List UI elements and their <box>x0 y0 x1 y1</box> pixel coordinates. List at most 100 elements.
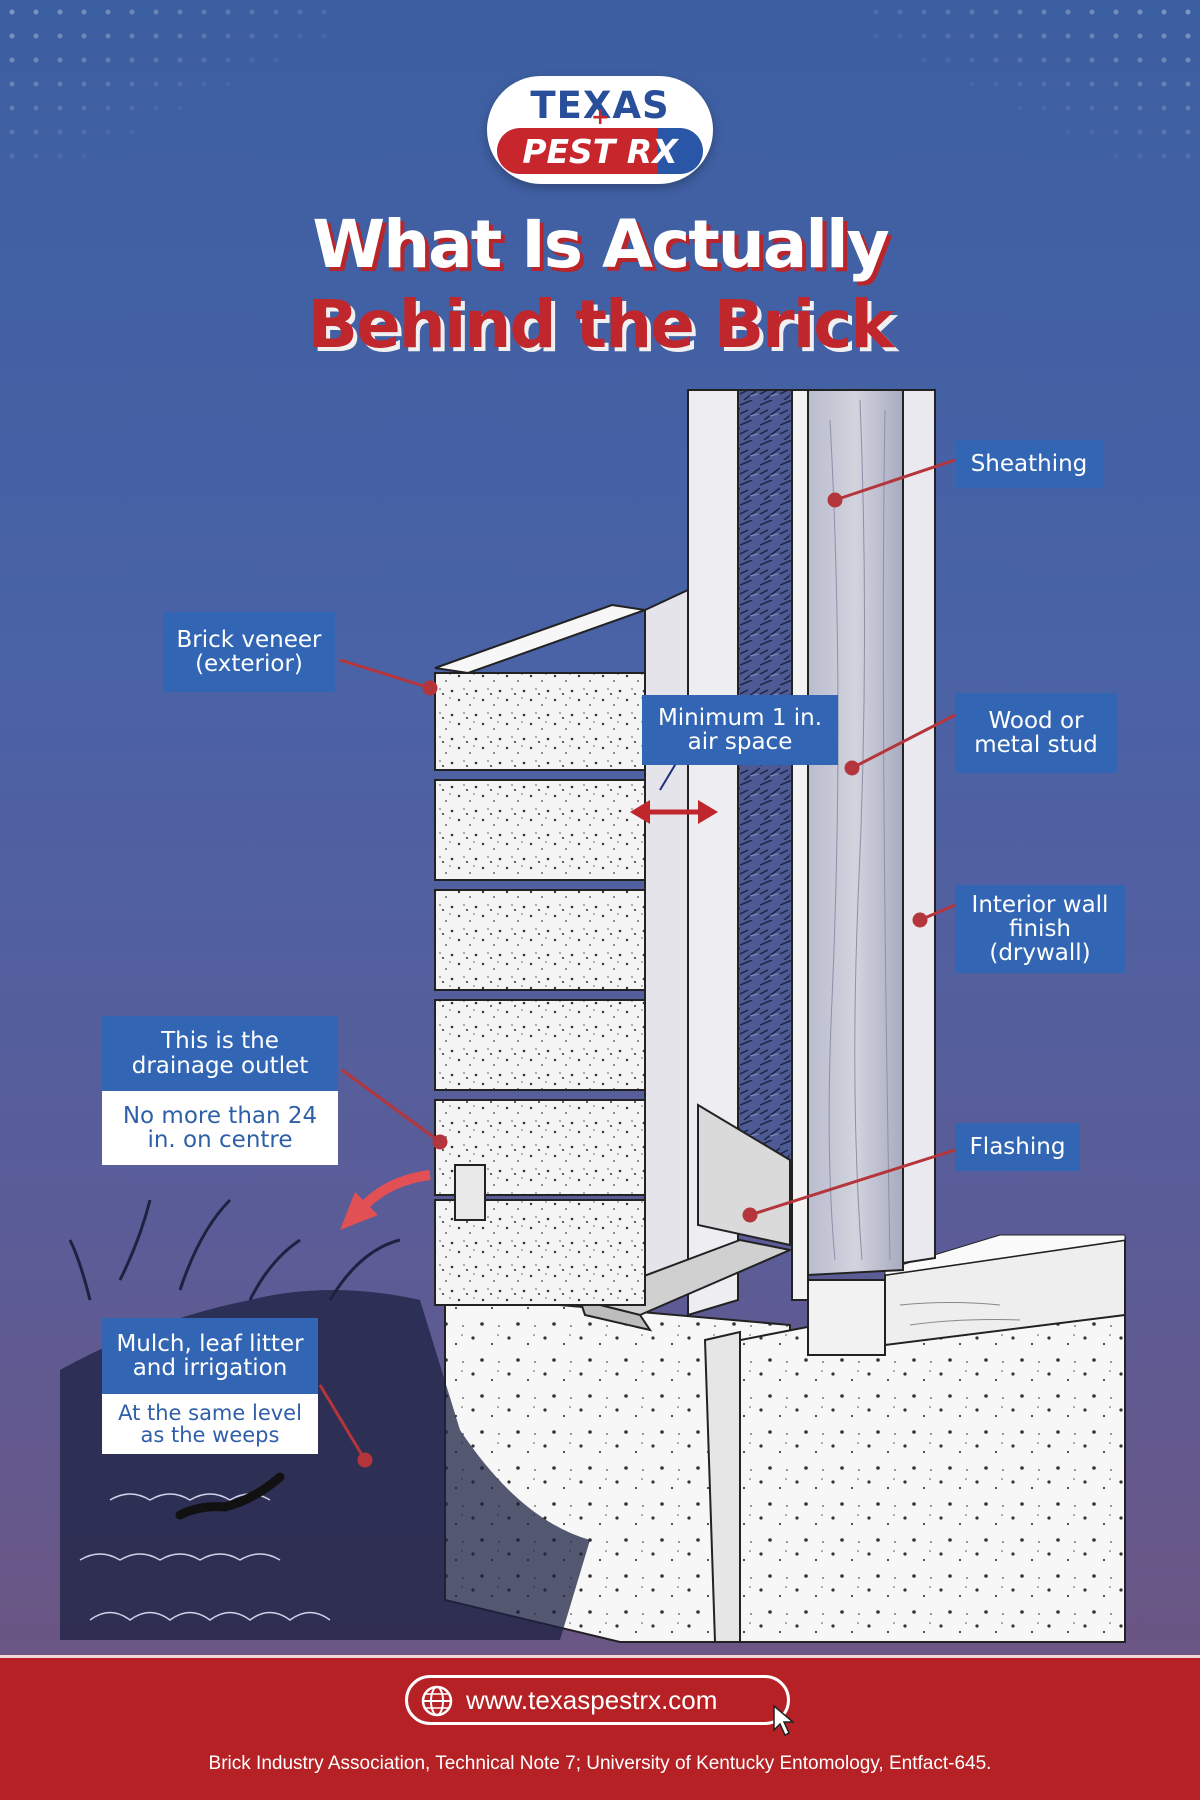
decor-dot <box>1017 9 1023 15</box>
decor-dot <box>993 9 999 15</box>
decor-dot <box>873 33 879 39</box>
decor-dot <box>1089 9 1095 15</box>
decor-dot <box>993 81 999 87</box>
label-sheathing: Sheathing <box>955 440 1103 488</box>
decor-dot <box>921 57 927 63</box>
decor-dot <box>1065 9 1071 15</box>
decor-dot <box>105 105 111 111</box>
decor-dot <box>1137 33 1143 39</box>
title-line1: What Is Actually <box>312 206 889 283</box>
decor-dot <box>81 105 87 111</box>
decor-dot <box>57 57 63 63</box>
logo[interactable]: TEXAS + PEST RX <box>487 76 713 184</box>
decor-dot <box>945 9 951 15</box>
decor-dot <box>921 9 927 15</box>
decor-dot <box>921 33 927 39</box>
decor-dot <box>57 9 63 15</box>
decor-dot <box>249 33 255 39</box>
decor-dot <box>1185 57 1191 63</box>
decor-dot <box>177 57 183 63</box>
decor-dot <box>1185 129 1191 135</box>
decor-dot <box>201 33 207 39</box>
decor-dot <box>57 33 63 39</box>
decor-dot <box>1161 9 1167 15</box>
decor-dot <box>129 129 135 135</box>
decor-dot <box>33 57 39 63</box>
decor-dot <box>81 153 87 159</box>
website-link[interactable]: www.texaspestrx.com <box>405 1675 796 1737</box>
decor-dot <box>945 57 951 63</box>
decor-dot <box>177 105 183 111</box>
decor-dot <box>297 33 303 39</box>
brick-veneer <box>434 603 646 1306</box>
decor-dot <box>33 81 39 87</box>
dot-pattern <box>9 9 1191 159</box>
decor-dot <box>201 81 207 87</box>
logo-banner: PEST RX <box>497 128 703 174</box>
label-air-space: Minimum 1 in. air space <box>642 695 838 765</box>
decor-dot <box>153 81 159 87</box>
decor-dot <box>1137 9 1143 15</box>
decor-dot <box>81 33 87 39</box>
drywall-layer <box>902 389 936 1265</box>
decor-dot <box>1017 33 1023 39</box>
decor-dot <box>1137 129 1143 135</box>
decor-dot <box>81 81 87 87</box>
decor-dot <box>1017 57 1023 63</box>
decor-dot <box>1065 33 1071 39</box>
title-line2: Behind the Brick <box>307 286 895 363</box>
globe-icon <box>421 1685 453 1717</box>
decor-dot <box>1137 105 1143 111</box>
decor-dot <box>9 33 15 39</box>
decor-dot <box>1041 57 1047 63</box>
decor-dot <box>1185 33 1191 39</box>
decor-dot <box>33 9 39 15</box>
decor-dot <box>969 81 975 87</box>
decor-dot <box>1089 33 1095 39</box>
decor-dot <box>969 9 975 15</box>
decor-dot <box>1041 81 1047 87</box>
label-stud: Wood or metal stud <box>955 693 1117 773</box>
sources-text: Brick Industry Association, Technical No… <box>208 1753 992 1774</box>
decor-dot <box>1185 153 1191 159</box>
decor-dot <box>105 81 111 87</box>
decor-dot <box>1113 129 1119 135</box>
decor-dot <box>1137 153 1143 159</box>
decor-dot <box>1113 57 1119 63</box>
decor-dot <box>33 153 39 159</box>
decor-dot <box>33 105 39 111</box>
decor-dot <box>1137 57 1143 63</box>
decor-dot <box>969 57 975 63</box>
decor-dot <box>1041 9 1047 15</box>
logo-cross-icon: + <box>591 105 610 130</box>
decor-dot <box>225 57 231 63</box>
label-mulch: Mulch, leaf litter and irrigation <box>102 1318 318 1394</box>
decor-dot <box>9 9 15 15</box>
decor-dot <box>969 33 975 39</box>
decor-dot <box>273 9 279 15</box>
website-url[interactable]: www.texaspestrx.com <box>466 1685 718 1715</box>
decor-dot <box>1065 81 1071 87</box>
decor-dot <box>105 33 111 39</box>
label-drainage-note: No more than 24 in. on centre <box>102 1091 338 1165</box>
decor-dot <box>873 9 879 15</box>
decor-dot <box>81 9 87 15</box>
decor-dot <box>33 33 39 39</box>
decor-dot <box>105 57 111 63</box>
label-drainage: This is the drainage outlet <box>102 1016 338 1091</box>
decor-dot <box>945 33 951 39</box>
label-mulch-note: At the same level as the weeps <box>102 1394 318 1454</box>
decor-dot <box>1113 105 1119 111</box>
logo-line2: PEST RX <box>522 132 678 171</box>
decor-dot <box>1089 129 1095 135</box>
decor-dot <box>9 81 15 87</box>
logo-line1: TEXAS <box>530 84 670 127</box>
decor-dot <box>153 57 159 63</box>
decor-dot <box>297 9 303 15</box>
decor-dot <box>1017 81 1023 87</box>
decor-dot <box>1137 81 1143 87</box>
decor-dot <box>1185 81 1191 87</box>
decor-dot <box>993 33 999 39</box>
decor-dot <box>1089 57 1095 63</box>
decor-dot <box>1113 33 1119 39</box>
